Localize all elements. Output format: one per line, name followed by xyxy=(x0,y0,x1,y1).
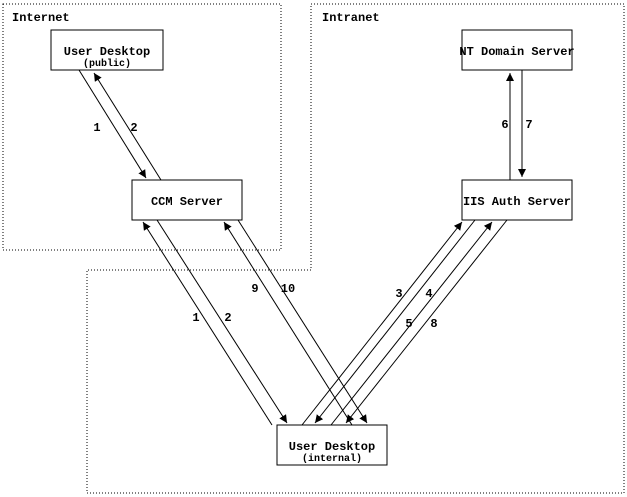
edge-label-5-user-desktop-internal: 5 xyxy=(405,317,412,331)
node-title-user-desktop-public: User Desktop xyxy=(64,45,150,59)
edge-ccm-server-to-user-desktop-internal-step-10 xyxy=(237,219,368,424)
edge-label-8-iis-auth-server: 8 xyxy=(430,317,437,331)
node-title-nt-domain-server: NT Domain Server xyxy=(459,45,574,59)
edge-label-1-user-desktop-public: 1 xyxy=(93,121,100,135)
edge-labels-layer: 1 2 1 2 9 10 3 4 5 8 6 7 xyxy=(93,118,532,331)
node-iis-auth-server-box xyxy=(461,179,573,221)
region-intranet-border xyxy=(86,3,625,494)
edge-label-1-user-desktop-internal: 1 xyxy=(192,311,199,325)
node-title-ccm-server: CCM Server xyxy=(151,195,223,209)
edge-iis-auth-server-to-user-desktop-internal-step-8 xyxy=(345,219,508,424)
region-label-internet: Internet xyxy=(12,11,70,25)
edge-label-2-ccm-server: 2 xyxy=(224,311,231,325)
edge-label-2-ccm-server: 2 xyxy=(130,121,137,135)
node-user-desktop-internal-box xyxy=(276,424,388,466)
node-subtitle-user-desktop-internal: (internal) xyxy=(302,453,362,465)
edge-user-desktop-internal-to-ccm-server-step-9 xyxy=(223,221,353,426)
regions-layer: Internet Intranet xyxy=(2,3,625,494)
region-label-intranet: Intranet xyxy=(322,11,380,25)
edge-user-desktop-internal-to-iis-auth-server-step-3 xyxy=(301,221,463,426)
edge-user-desktop-public-to-ccm-server-step-1 xyxy=(78,69,147,179)
edge-user-desktop-internal-to-iis-auth-server-step-5 xyxy=(330,221,493,426)
edge-label-4-iis-auth-server: 4 xyxy=(425,287,432,301)
node-nt-domain-server-box xyxy=(461,29,573,71)
node-title-iis-auth-server: IIS Auth Server xyxy=(463,195,571,209)
edge-label-6-iis-auth-server: 6 xyxy=(501,118,508,132)
edge-ccm-server-to-user-desktop-public-step-2 xyxy=(93,72,162,181)
edge-user-desktop-internal-to-ccm-server-step-1 xyxy=(142,221,273,426)
node-ccm-server-box xyxy=(131,179,243,221)
edge-label-3-user-desktop-internal: 3 xyxy=(395,287,402,301)
edges-layer xyxy=(78,69,526,426)
region-internet-border xyxy=(2,3,282,251)
edge-iis-auth-server-to-user-desktop-internal-step-4 xyxy=(314,219,476,424)
edge-label-10-ccm-server: 10 xyxy=(281,282,295,296)
node-title-user-desktop-internal: User Desktop xyxy=(289,440,375,454)
edge-label-7-nt-domain-server: 7 xyxy=(525,118,532,132)
edge-label-9-user-desktop-internal: 9 xyxy=(251,282,258,296)
node-subtitle-user-desktop-public: (public) xyxy=(83,58,131,70)
node-user-desktop-public-box xyxy=(50,29,164,71)
edge-ccm-server-to-user-desktop-internal-step-2 xyxy=(156,219,288,424)
